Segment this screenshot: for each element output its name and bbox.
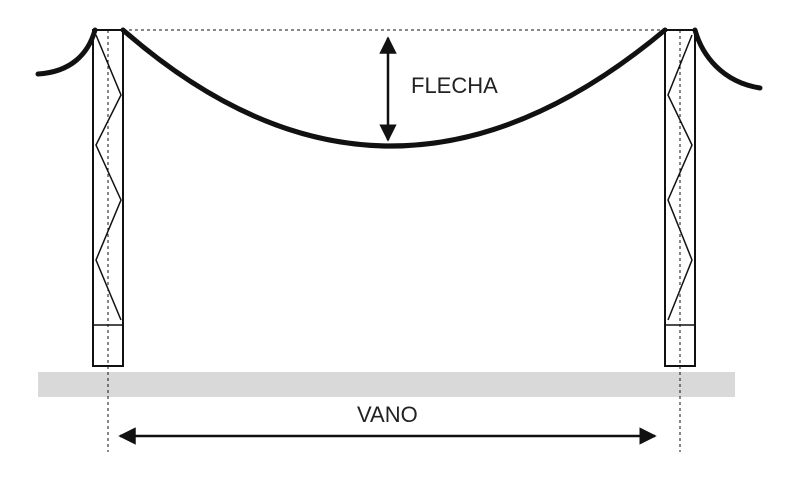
flecha-label: FLECHA [411,73,498,98]
vano-label: VANO [357,402,418,427]
conductor-right-span [692,27,763,91]
conductor-left-span [35,27,98,77]
ground-strip [38,372,735,397]
conductor-main-span [120,27,668,149]
